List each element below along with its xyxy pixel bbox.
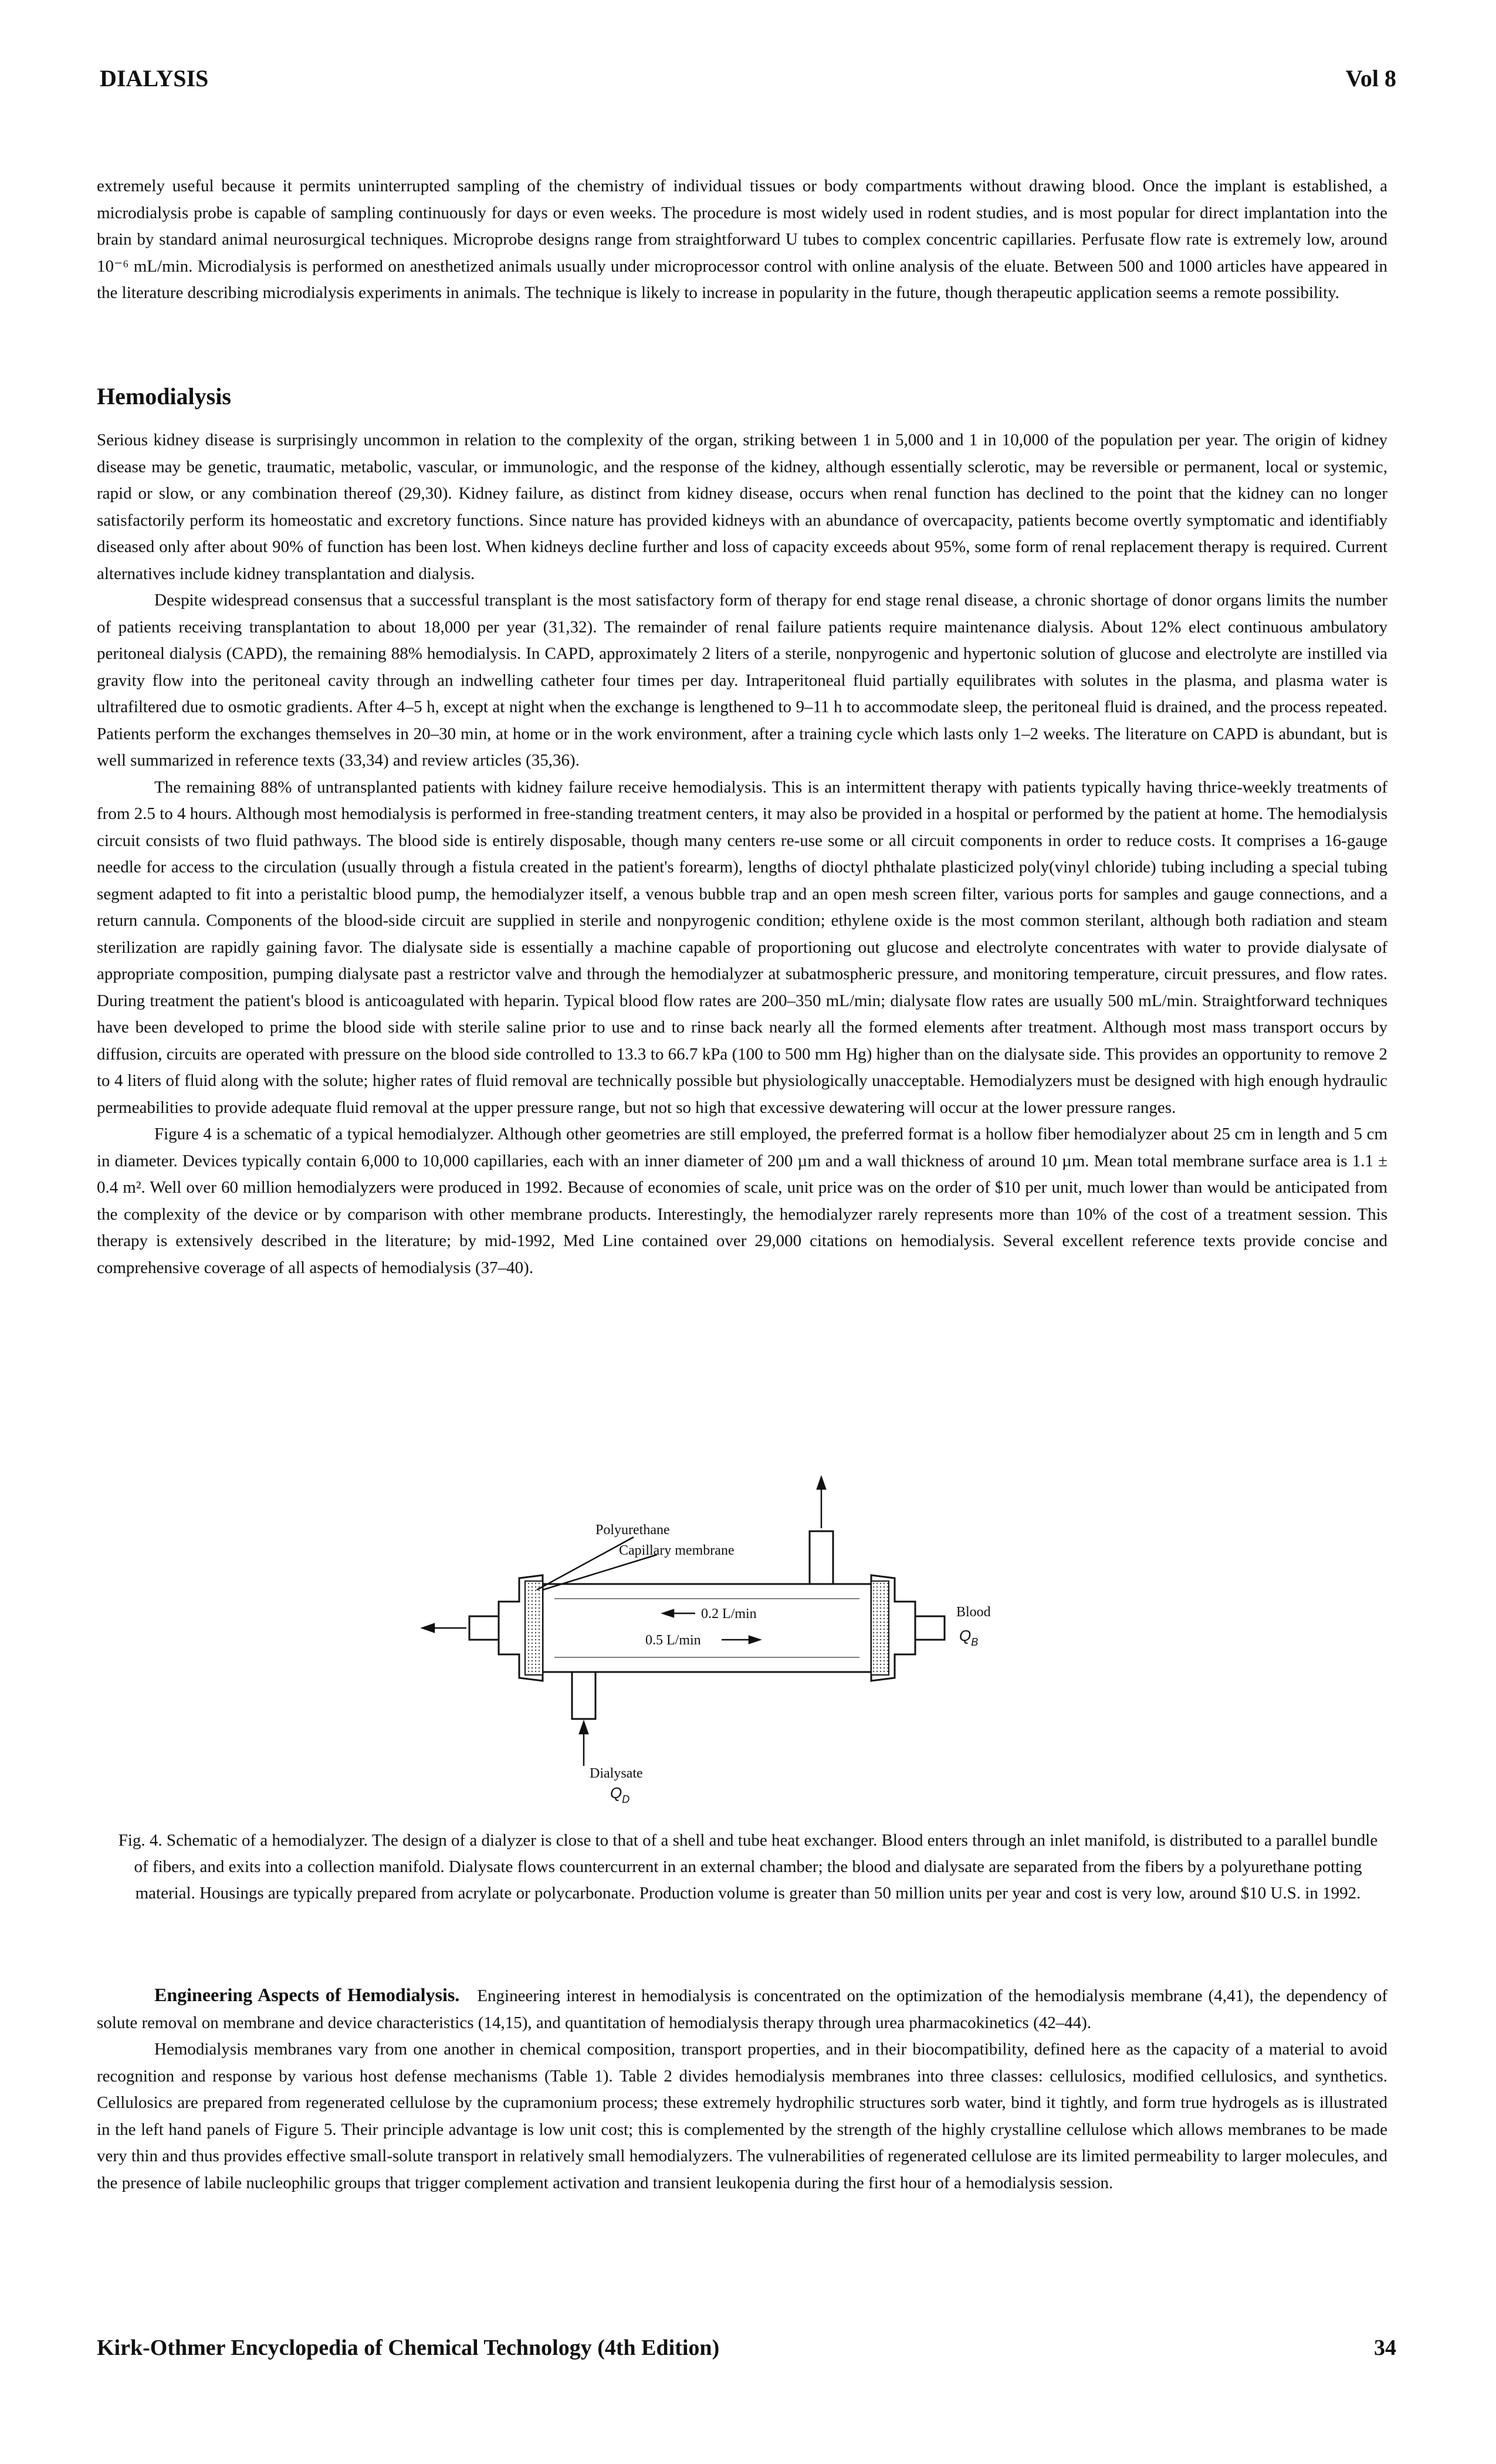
dialysate-inlet-port	[571, 1671, 597, 1720]
blood-inlet-port	[914, 1615, 946, 1641]
dialysate-outlet-port	[808, 1530, 834, 1585]
label-dialysate: Dialysate	[590, 1766, 643, 1781]
eng-paragraph-1: Engineering Aspects of Hemodialysis. Eng…	[97, 1982, 1387, 2036]
intro-paragraph-block: extremely useful because it permits unin…	[97, 173, 1387, 307]
left-potting	[524, 1580, 543, 1676]
hemo-paragraph-2: Despite widespread consensus that a succ…	[97, 591, 1387, 770]
hemo-paragraph-4: Figure 4 is a schematic of a typical hem…	[97, 1125, 1387, 1277]
hemo-paragraph-1: Serious kidney disease is surprisingly u…	[97, 431, 1387, 583]
blood-outlet-port	[468, 1615, 500, 1641]
label-polyurethane: Polyurethane	[595, 1522, 670, 1538]
intro-paragraph: extremely useful because it permits unin…	[97, 177, 1387, 302]
label-blood: Blood	[956, 1605, 991, 1620]
header-title: DIALYSIS	[100, 65, 209, 92]
page-footer: Kirk-Othmer Encyclopedia of Chemical Tec…	[97, 2335, 1396, 2370]
eng-runin-heading: Engineering Aspects of Hemodialysis.	[154, 1984, 460, 2005]
header-volume: Vol 8	[1345, 65, 1396, 92]
footer-source: Kirk-Othmer Encyclopedia of Chemical Tec…	[97, 2336, 720, 2360]
label-flow-dialysate: 0.2 L/min	[701, 1606, 757, 1622]
label-flow-blood: 0.5 L/min	[645, 1633, 701, 1648]
figure-caption: Fig. 4. Schematic of a hemodialyzer. The…	[118, 1831, 1378, 1903]
engineering-section: Engineering Aspects of Hemodialysis. Eng…	[97, 1982, 1387, 2196]
label-capillary-membrane: Capillary membrane	[619, 1543, 735, 1558]
eng-paragraph-1-text: Engineering interest in hemodialysis is …	[97, 1986, 1388, 2032]
hemo-paragraph-3: The remaining 88% of untransplanted pati…	[97, 777, 1387, 1117]
hemodialysis-body: Serious kidney disease is surprisingly u…	[97, 427, 1387, 1281]
label-qd: QD	[610, 1784, 629, 1805]
right-potting	[871, 1580, 889, 1676]
page-number: 34	[1374, 2336, 1396, 2360]
dialyzer-shell	[541, 1583, 872, 1673]
running-header: DIALYSIS Vol 8	[100, 65, 1396, 100]
section-heading-hemodialysis: Hemodialysis	[97, 383, 231, 409]
hemodialyzer-schematic: Polyurethane Capillary membrane 0.2 L/mi…	[420, 1475, 991, 1805]
label-qb: QB	[959, 1627, 978, 1648]
eng-paragraph-2: Hemodialysis membranes vary from one ano…	[97, 2040, 1387, 2192]
